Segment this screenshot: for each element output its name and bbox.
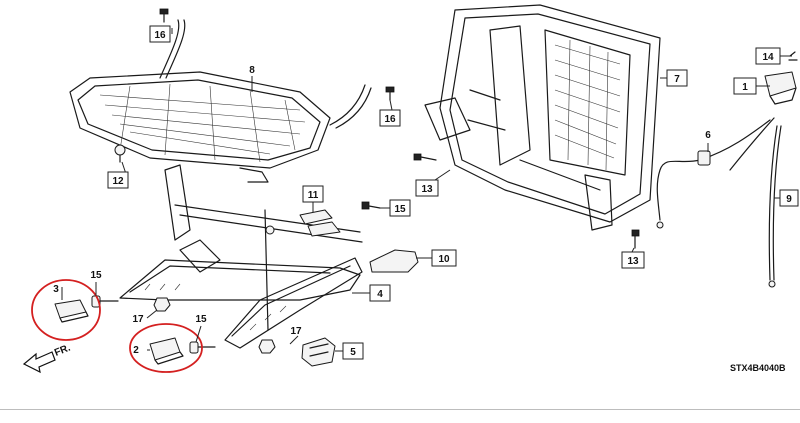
callout-6: 6	[705, 130, 711, 141]
callout-text: 3	[53, 284, 59, 295]
callout-text: 9	[786, 194, 792, 205]
fasteners	[91, 8, 640, 354]
callout-15a: 15	[90, 270, 102, 281]
callout-10: 10	[431, 249, 457, 267]
seat-back-frame	[424, 4, 661, 231]
callout-text: 17	[132, 314, 144, 325]
callout-1: 1	[733, 77, 757, 95]
callout-text: 17	[290, 326, 302, 337]
callout-12: 12	[107, 171, 129, 189]
callout-text: 15	[195, 314, 207, 325]
leader-lines	[61, 28, 792, 352]
callout-16b: 16	[379, 109, 401, 127]
callout-text: 10	[438, 254, 450, 265]
callout-15b: 15	[195, 314, 207, 325]
callout-15c: 15	[389, 199, 411, 217]
callout-text: 15	[394, 204, 406, 215]
cover-part-3	[54, 299, 89, 323]
cover-part-10	[369, 249, 419, 273]
diagram-code: STX4B4040B	[730, 363, 786, 373]
callout-text: 15	[90, 270, 102, 281]
callout-13a: 13	[415, 179, 439, 197]
callout-text: 2	[133, 345, 139, 356]
callout-text: 8	[249, 65, 255, 76]
seat-cushion-frame	[69, 19, 372, 183]
callout-16a: 16	[149, 25, 171, 43]
front-direction-arrow: FR.	[22, 342, 72, 374]
switch-part-1	[764, 51, 798, 105]
callout-3: 3	[53, 284, 59, 295]
callout-text: 14	[762, 52, 774, 63]
callout-text: 12	[112, 176, 124, 187]
callout-17a: 17	[132, 314, 144, 325]
seat-track-assembly	[119, 164, 363, 349]
callout-11: 11	[302, 185, 324, 203]
callout-8: 8	[249, 65, 255, 76]
callout-9: 9	[779, 189, 799, 207]
callout-text: 1	[742, 82, 748, 93]
callout-5: 5	[342, 342, 364, 360]
callout-text: 7	[674, 74, 680, 85]
callout-2: 2	[133, 345, 139, 356]
callout-14: 14	[755, 47, 781, 65]
annotation-circle-part-2	[129, 323, 203, 373]
cover-part-2	[149, 337, 184, 365]
callout-text: 13	[627, 256, 639, 267]
front-arrow-label: FR.	[53, 342, 72, 358]
callout-7: 7	[666, 69, 688, 87]
callout-text: 5	[350, 347, 356, 358]
callout-4: 4	[369, 284, 391, 302]
annotation-circle-part-3	[31, 279, 101, 341]
callout-text: 6	[705, 130, 711, 141]
callout-13b: 13	[621, 251, 645, 269]
bottom-divider	[0, 409, 800, 410]
callout-17b: 17	[290, 326, 302, 337]
callout-text: 13	[421, 184, 433, 195]
release-cables	[656, 117, 782, 288]
callout-text: 16	[154, 30, 166, 41]
callout-text: 11	[308, 190, 319, 201]
callout-text: 4	[377, 289, 383, 300]
bracket-part-11	[299, 209, 341, 237]
latch-part-5	[301, 337, 336, 367]
callout-text: 16	[384, 114, 396, 125]
